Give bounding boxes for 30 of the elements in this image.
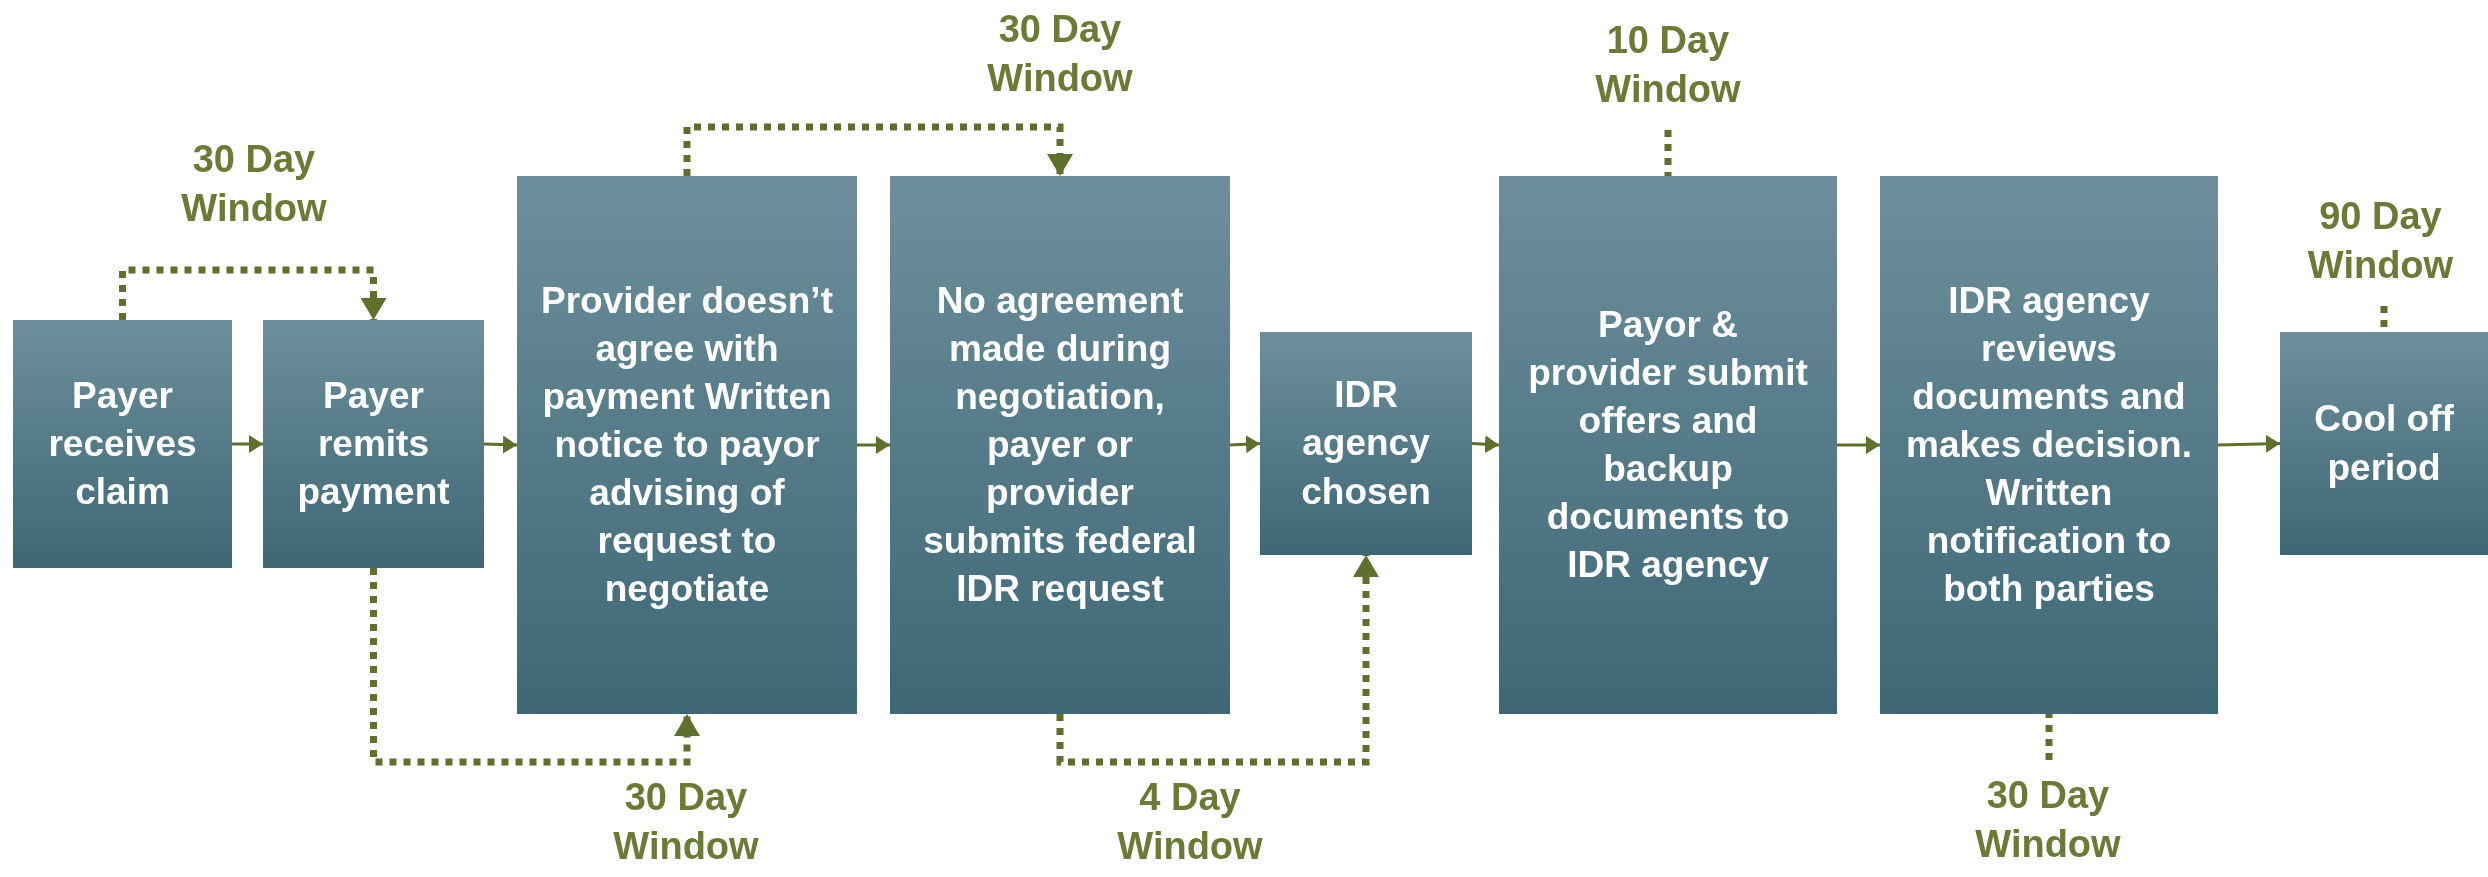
box-text: Payer receives claim <box>47 373 198 515</box>
process-box <box>263 320 484 568</box>
box-text: IDR agency reviews documents and makes decision. Written notification to both parties <box>1905 278 2193 612</box>
dotted-arrow <box>1056 555 1379 766</box>
arrow <box>2217 434 2281 453</box>
window-label: 30 Day Window <box>1938 765 2158 875</box>
process-box <box>517 176 857 714</box>
box-text: IDR agency chosen <box>1300 373 1432 514</box>
box-text: No agreement made during negotiation, payer or provider submits federal IDR request <box>922 278 1198 612</box>
window-label: 10 Day Window <box>1558 10 1778 120</box>
box-text: Provider doesn’t agree with payment Written notice to payor advising of request to negotiate <box>540 278 834 612</box>
dotted-arrow <box>370 568 700 766</box>
process-box <box>2280 332 2488 555</box>
arrow <box>232 435 263 453</box>
process-box <box>1880 176 2218 714</box>
process-box <box>890 176 1230 714</box>
dotted-arrow <box>119 266 387 320</box>
process-box <box>1260 332 1472 555</box>
arrow <box>1229 435 1261 454</box>
arrow <box>1837 436 1880 454</box>
arrow <box>857 436 890 454</box>
process-box <box>13 320 232 568</box>
process-box <box>1499 176 1837 714</box>
box-text: Payor & provider submit offers and backup documents to IDR agency <box>1527 302 1809 588</box>
arrow <box>1471 435 1500 454</box>
window-label: 90 Day Window <box>2278 186 2483 296</box>
box-text: Payer remits payment <box>296 373 451 515</box>
arrow <box>483 435 518 454</box>
box-text: Cool off period <box>2313 397 2455 490</box>
dotted-arrow <box>683 123 1073 176</box>
